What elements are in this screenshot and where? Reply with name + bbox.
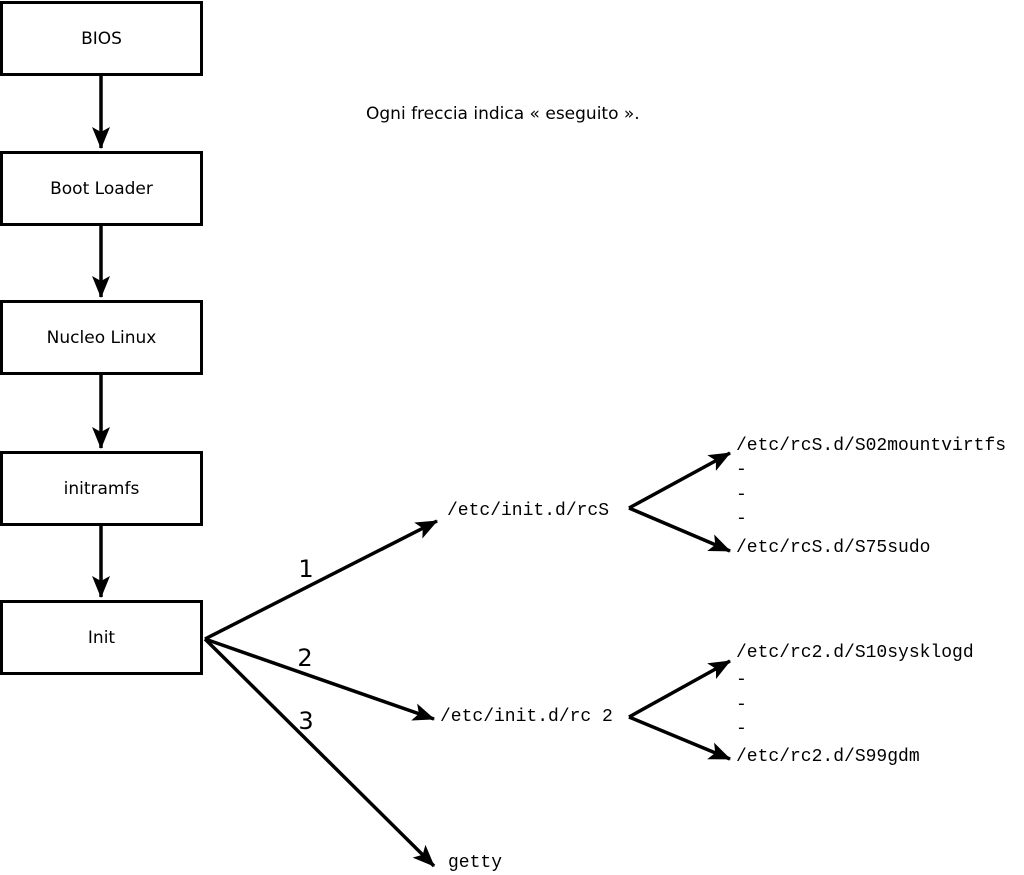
arrow-init-to-rc2 (204, 637, 435, 721)
diagram-caption: Ogni freccia indica « eseguito ». (366, 104, 640, 124)
node-rcs-d-s02mountvirtfs: /etc/rcS.d/S02mountvirtfs (736, 436, 1007, 456)
box-init: Init (0, 600, 203, 675)
arrow-init-to-getty (203, 637, 436, 868)
edge-label-2: 2 (297, 644, 313, 672)
node-rc2-d-s10sysklogd: /etc/rc2.d/S10sysklogd (736, 643, 974, 663)
node-etc-init-d-rc2: /etc/init.d/rc 2 (440, 707, 613, 727)
rcs-ellipsis-dash-3: - (736, 509, 747, 529)
rcs-ellipsis-dash-2: - (736, 485, 747, 505)
box-bios: BIOS (0, 1, 203, 76)
node-rcs-d-s75sudo: /etc/rcS.d/S75sudo (736, 538, 931, 558)
rc2-ellipsis-dash-1: - (736, 670, 747, 690)
edge-label-3: 3 (298, 707, 314, 735)
arrow-rc2-to-s10sysklogd (628, 659, 731, 719)
node-rc2-d-s99gdm: /etc/rc2.d/S99gdm (736, 747, 920, 767)
box-initramfs: initramfs (0, 451, 203, 526)
node-getty: getty (448, 853, 503, 873)
arrow-init-to-rcs (204, 519, 438, 641)
node-etc-init-d-rcs: /etc/init.d/rcS (447, 501, 610, 521)
arrow-rc2-to-s99gdm (628, 715, 731, 761)
rc2-ellipsis-dash-3: - (736, 719, 747, 739)
box-nucleo-linux: Nucleo Linux (0, 300, 203, 375)
edge-label-1: 1 (298, 555, 314, 583)
rc2-ellipsis-dash-2: - (736, 695, 747, 715)
arrow-rcs-to-s75sudo (628, 506, 731, 553)
box-boot-loader: Boot Loader (0, 151, 203, 226)
rcs-ellipsis-dash-1: - (736, 460, 747, 480)
arrow-rcs-to-s02mountvirtfs (628, 451, 731, 510)
